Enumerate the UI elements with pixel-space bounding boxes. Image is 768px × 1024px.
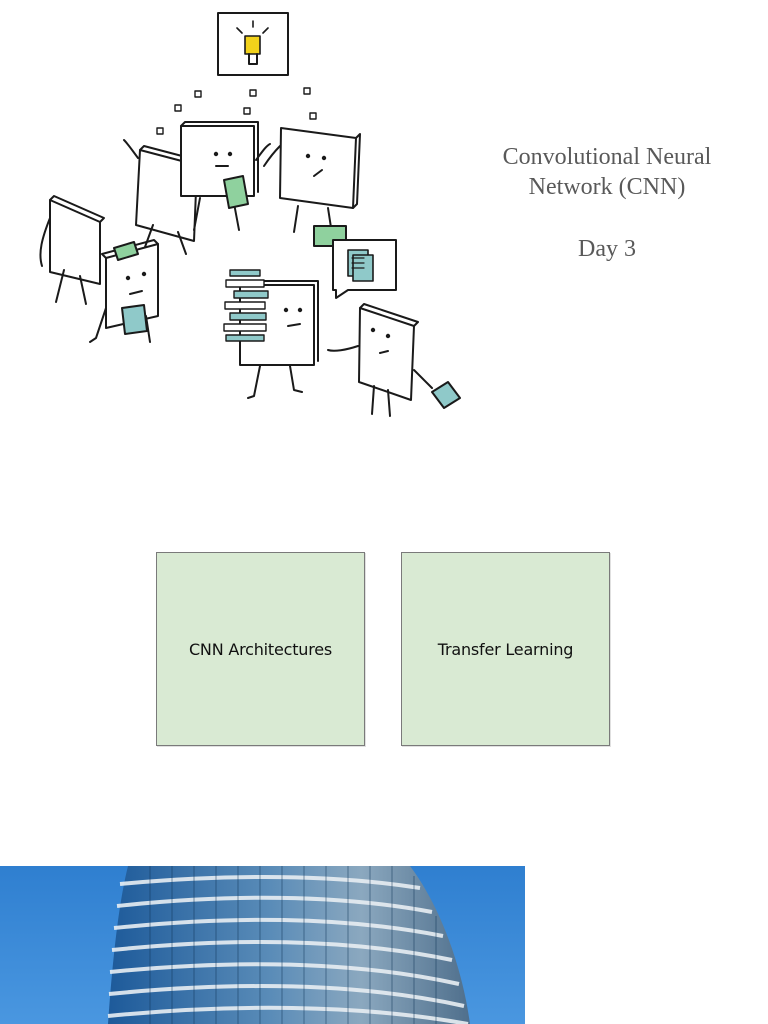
- card-character: [327, 303, 461, 417]
- day-label: Day 3: [578, 236, 636, 262]
- card-icon: [113, 241, 148, 335]
- card-character: [263, 127, 361, 247]
- team-illustration: [39, 12, 461, 417]
- card-character: [39, 195, 105, 305]
- presentation-title: Convolutional Neural Network (CNN): [502, 144, 712, 200]
- topic-card-label: CNN Architectures: [188, 639, 333, 659]
- card-icon: [431, 381, 461, 409]
- card-character: [180, 121, 271, 231]
- chat-bubble-icon: [332, 239, 397, 299]
- document-stack-icon: [347, 249, 374, 282]
- building-photo: [0, 866, 525, 1024]
- card-character: [89, 239, 159, 343]
- document-stack-icon: [223, 269, 269, 342]
- card-character: [223, 269, 319, 399]
- topic-card-transfer-learning[interactable]: Transfer Learning: [401, 552, 610, 746]
- title-block: Convolutional Neural Network (CNN) Day 3: [468, 142, 746, 264]
- topic-card-label: Transfer Learning: [437, 639, 574, 659]
- topic-card-cnn-architectures[interactable]: CNN Architectures: [156, 552, 365, 746]
- lightbulb-icon: [217, 12, 289, 76]
- card-icon: [223, 175, 249, 209]
